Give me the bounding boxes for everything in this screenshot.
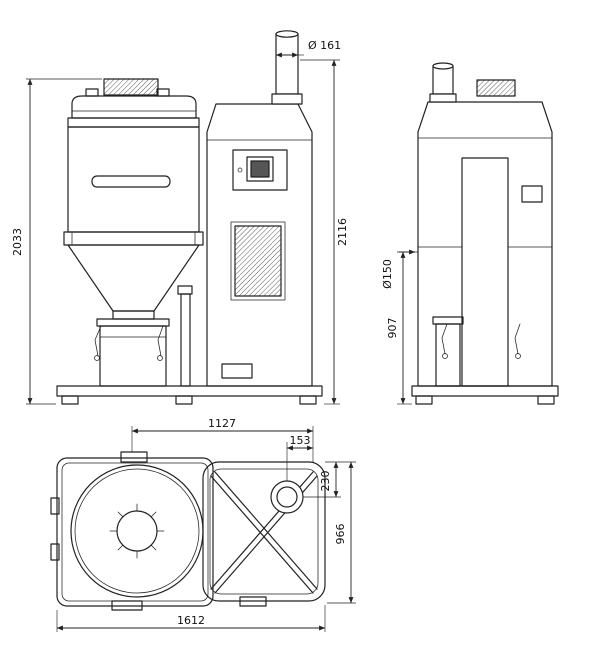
pipe-opening xyxy=(432,62,454,70)
base-rail xyxy=(411,385,559,397)
side-pipe xyxy=(429,62,457,103)
top-left-housing xyxy=(50,451,214,611)
clamp-ring-left xyxy=(442,353,448,359)
front-collector xyxy=(63,78,204,387)
drum-circle-outer xyxy=(70,464,204,598)
clamp-ring-left xyxy=(94,355,100,361)
side-bin-lid xyxy=(432,316,464,325)
right-housing-outline xyxy=(202,461,326,602)
drum-tick-marks xyxy=(109,503,165,559)
outlet-pipe-inner xyxy=(276,486,298,508)
side-duct xyxy=(461,157,509,387)
dimensions: 2033 2116 Ø 161 Ø150 907 1127 xyxy=(11,39,418,632)
foot xyxy=(415,395,433,405)
dim-top-width-total: 1612 xyxy=(56,605,326,632)
left-housing-outline xyxy=(56,457,214,607)
pipe-body xyxy=(275,33,299,95)
dim-inlet-height: 907 xyxy=(386,251,418,405)
clamp-lever-right xyxy=(157,325,164,357)
dust-bin xyxy=(99,325,167,387)
pipe-opening xyxy=(275,30,299,38)
clamp-ring-right xyxy=(515,353,521,359)
dim-top-width-inner: 1127 xyxy=(131,417,314,462)
dim-label-top-width-inner: 1127 xyxy=(208,417,236,430)
dim-top-depth: 966 xyxy=(325,461,356,604)
collector-upper-flange xyxy=(67,117,200,128)
control-panel xyxy=(232,149,288,191)
bin-lid xyxy=(96,318,170,327)
cabinet-access-hatch xyxy=(221,363,253,379)
dim-front-height-right: 2116 xyxy=(300,59,349,405)
side-body xyxy=(417,79,553,387)
support-leg xyxy=(180,293,191,387)
top-grille xyxy=(103,78,159,96)
lid-lug xyxy=(156,88,170,97)
foot xyxy=(61,395,79,405)
clamp-lever-left xyxy=(441,323,448,355)
hopper-collar xyxy=(112,310,155,320)
dim-label-pipe-diameter: Ø 161 xyxy=(308,39,341,52)
dim-label-top-width-total: 1612 xyxy=(177,614,205,627)
dim-front-height-left: 2033 xyxy=(11,78,102,405)
outlet-pipe-outer xyxy=(270,480,304,514)
dim-label-inlet-diameter: Ø150 xyxy=(381,259,394,289)
pipe-flange xyxy=(271,93,303,105)
vent-frame xyxy=(230,221,286,301)
collector-band xyxy=(63,231,204,246)
body-handle-slot xyxy=(91,175,171,188)
dim-label-front-height-right: 2116 xyxy=(336,218,349,246)
collector-lid xyxy=(71,95,197,119)
dim-top-pipe-depth: 230 xyxy=(303,461,341,498)
side-view xyxy=(411,62,559,405)
top-view xyxy=(50,451,326,611)
drum-circle xyxy=(74,468,200,594)
side-bin xyxy=(435,323,461,387)
base-rail xyxy=(56,385,323,397)
clamp-ring-right xyxy=(157,355,163,361)
hinge xyxy=(50,497,60,515)
control-display-screen xyxy=(250,160,270,178)
dim-top-pipe-offset: 153 xyxy=(286,434,314,481)
front-cabinet xyxy=(206,103,313,387)
exhaust-pipe xyxy=(271,30,303,105)
control-button xyxy=(237,167,243,173)
hopper-cone xyxy=(67,244,200,312)
vent-grille xyxy=(234,225,282,297)
clamp-lever-left xyxy=(94,325,102,357)
hinge xyxy=(50,543,60,561)
side-outline xyxy=(417,101,553,387)
right-housing-inner xyxy=(209,468,319,595)
side-top-grille xyxy=(476,79,516,97)
bottom-tab xyxy=(239,596,267,607)
top-latch xyxy=(120,451,148,463)
dim-inlet-diameter: Ø150 xyxy=(381,249,416,289)
front-view xyxy=(56,30,323,405)
dim-pipe-diameter: Ø 161 xyxy=(275,39,341,58)
dim-label-inlet-height: 907 xyxy=(386,318,399,339)
dim-label-front-height-left: 2033 xyxy=(11,228,24,256)
foot xyxy=(537,395,555,405)
pipe-body xyxy=(432,65,454,95)
bottom-latch xyxy=(111,600,143,611)
collector-body xyxy=(67,126,200,233)
pipe-flange xyxy=(429,93,457,103)
top-right-housing xyxy=(202,461,326,607)
clamp-lever-right xyxy=(514,323,521,355)
dim-label-top-pipe-offset: 153 xyxy=(290,434,311,447)
foot xyxy=(299,395,317,405)
control-display xyxy=(246,156,274,182)
front-base-frame xyxy=(56,385,323,405)
side-box xyxy=(521,185,543,203)
lid-lug xyxy=(85,88,99,97)
dim-label-top-depth: 966 xyxy=(334,524,347,545)
foot xyxy=(175,395,193,405)
side-base-frame xyxy=(411,385,559,405)
leg-bracket xyxy=(177,285,193,295)
left-housing-inner xyxy=(61,462,209,602)
dim-label-top-pipe-depth: 230 xyxy=(319,471,332,492)
